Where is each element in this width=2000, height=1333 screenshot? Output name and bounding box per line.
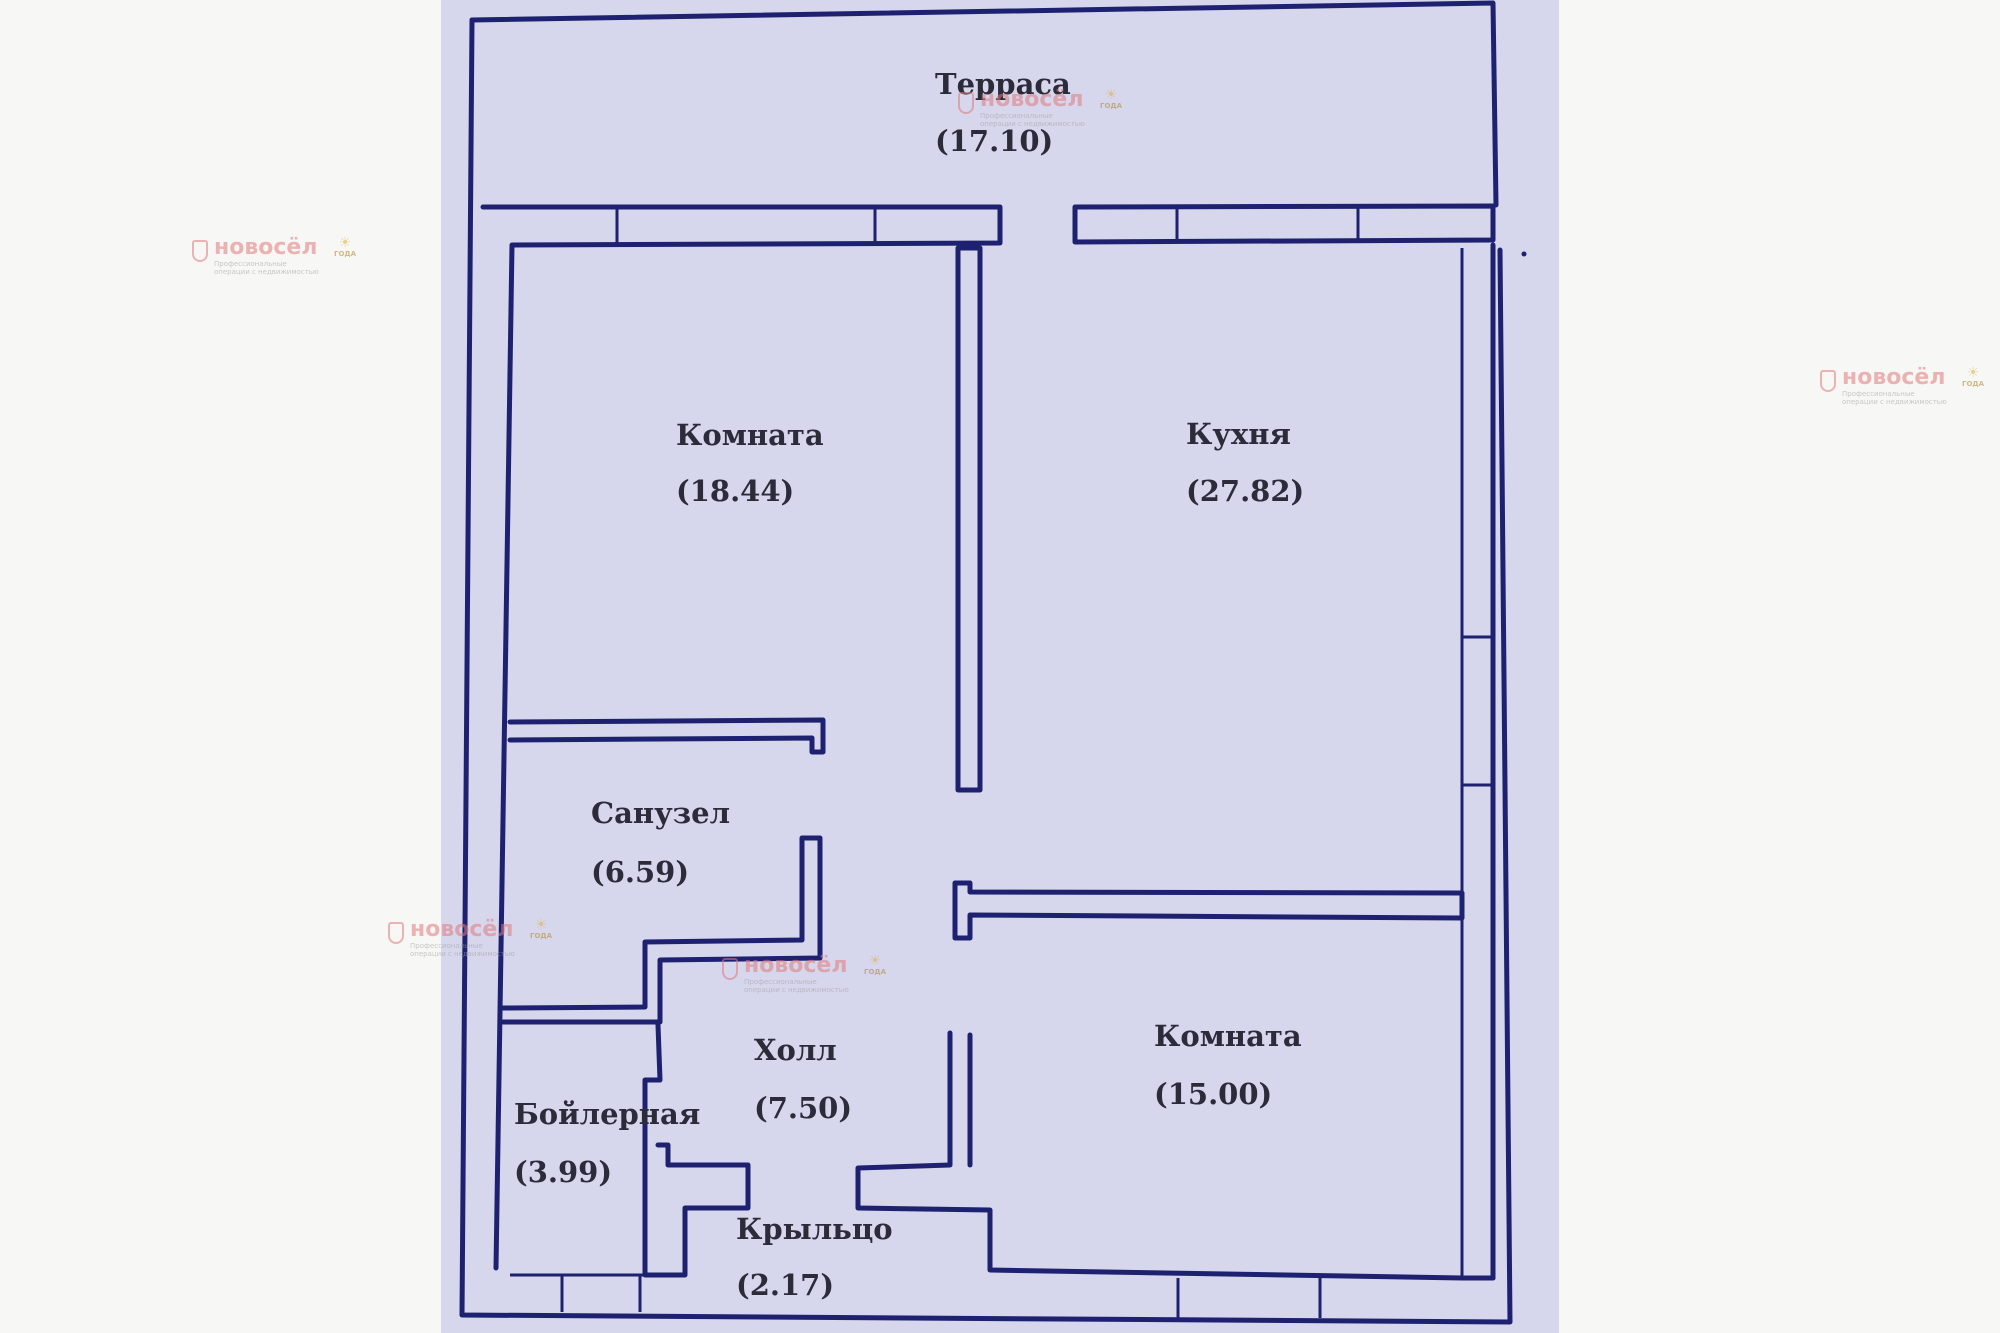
watermark-award: ГОДА	[334, 250, 357, 258]
watermark-award: ГОДА	[1962, 380, 1985, 388]
ink-dot	[1521, 251, 1527, 257]
bathroom-name: Санузел	[591, 796, 731, 830]
watermark-logo: новосёл Профессиональные операции с недв…	[388, 918, 552, 958]
sun-icon: ☀	[868, 953, 882, 969]
watermark-brand: новосёл	[980, 87, 1084, 112]
outer-walls	[459, 0, 1513, 1325]
terrace-area: (17.10)	[935, 124, 1054, 158]
watermark-award: ГОДА	[864, 968, 887, 976]
partition-room-kitchen	[955, 245, 983, 793]
hall-area: (7.50)	[754, 1091, 853, 1125]
terrace-wall-right	[1072, 203, 1496, 245]
right-window	[1460, 248, 1493, 1278]
sun-icon: ☀	[1104, 87, 1118, 103]
house-icon	[192, 240, 208, 262]
kitchen-area: (27.82)	[1186, 474, 1305, 508]
watermark-logo: новосёл Профессиональные операции с недв…	[192, 236, 356, 276]
watermark-tagline: Профессиональные операции с недвижимость…	[410, 942, 515, 958]
wall-bathroom-hall	[500, 835, 823, 1025]
watermark-award: ГОДА	[530, 932, 553, 940]
watermark-brand: новосёл	[214, 235, 318, 260]
kitchen-name: Кухня	[1186, 417, 1291, 451]
boiler-name: Бойлерная	[514, 1097, 701, 1131]
bottom-window	[1176, 1278, 1322, 1318]
porch-name: Крыльцо	[736, 1212, 893, 1246]
watermark-tagline: Профессиональные операции с недвижимость…	[1842, 390, 1947, 406]
bathroom-area: (6.59)	[591, 855, 690, 889]
watermark-tagline: Профессиональные операции с недвижимость…	[214, 260, 319, 276]
porch-area: (2.17)	[736, 1268, 835, 1302]
sun-icon: ☀	[338, 235, 352, 251]
house-icon	[958, 92, 974, 114]
window-left	[615, 207, 877, 243]
watermark-tagline: Профессиональные операции с недвижимость…	[980, 112, 1085, 128]
watermark-brand: новосёл	[410, 917, 514, 942]
window-right	[1175, 207, 1360, 241]
boiler-window	[510, 1273, 685, 1312]
watermark-tagline: Профессиональные операции с недвижимость…	[744, 978, 849, 994]
outer-wall	[459, 17, 1513, 1325]
watermark-award: ГОДА	[1100, 102, 1123, 110]
house-icon	[388, 922, 404, 944]
boiler-area: (3.99)	[514, 1155, 613, 1189]
sun-icon: ☀	[534, 917, 548, 933]
wall-kitchen-room2	[952, 880, 1465, 941]
house-icon	[1820, 370, 1836, 392]
watermark-brand: новосёл	[1842, 365, 1946, 390]
room1-name: Комната	[676, 418, 824, 452]
watermark-logo: новосёл Профессиональные операции с недв…	[722, 954, 886, 994]
terrace-wall-left	[480, 204, 1003, 1271]
watermark-brand: новосёл	[744, 953, 848, 978]
terrace-wall	[480, 203, 1496, 1271]
terrace-top-wall	[469, 0, 1499, 208]
watermark-logo: новосёл Профессиональные операции с недв…	[1820, 366, 1984, 406]
hall-name: Холл	[754, 1033, 837, 1067]
wall-hall-room2	[855, 1030, 1465, 1281]
watermark-logo: новосёл Профессиональные операции с недв…	[958, 88, 1122, 128]
room2-name: Комната	[1154, 1019, 1302, 1053]
sun-icon: ☀	[1966, 365, 1980, 381]
house-icon	[722, 958, 738, 980]
room2-area: (15.00)	[1154, 1077, 1273, 1111]
room1-area: (18.44)	[676, 474, 795, 508]
wall-boiler	[642, 1022, 751, 1278]
wall-room1-bathroom	[507, 717, 826, 755]
terrace-name: Терраса	[935, 67, 1071, 101]
